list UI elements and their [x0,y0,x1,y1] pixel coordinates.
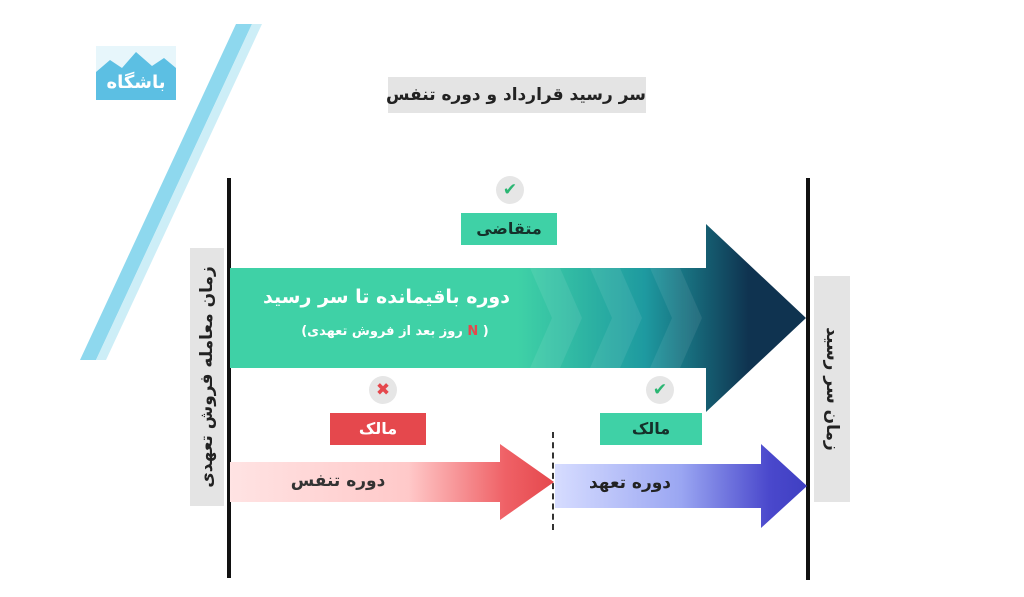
right-axis-label: زمان سر رسید [822,327,842,451]
breathing-period-text: دوره تنفس [290,471,386,491]
owner-breathing-status-badge: ✖ [369,376,397,404]
commitment-period-arrow [555,444,807,528]
check-icon: ✔ [502,180,518,200]
start-line [227,178,231,578]
cross-icon: ✖ [375,380,391,400]
remaining-period-arrow [230,224,806,412]
applicant-status-badge: ✔ [496,176,524,204]
remaining-period-subtext: ( N روز بعد از فروش تعهدی) [290,324,500,339]
logo: باشگاه [96,46,176,100]
breathing-period-arrow [230,444,554,520]
owner-breathing-tag: مالک [330,413,426,445]
left-axis-panel: زمان معامله فروش تعهدی [190,248,224,506]
right-axis-panel: زمان سر رسید [814,276,850,502]
left-axis-label: زمان معامله فروش تعهدی [197,266,217,488]
owner-commitment-status-badge: ✔ [646,376,674,404]
divider-dashed-line [552,432,554,530]
applicant-tag: متقاضی [461,213,557,245]
logo-mountain-icon [96,46,176,100]
owner-commitment-tag: مالک [600,413,702,445]
subtext-rest: روز بعد از فروش تعهدی) [301,324,463,339]
subtext-n-letter: N [467,324,479,339]
page-title: سر رسید قرارداد و دوره تنفس [386,77,646,113]
logo-text: باشگاه [106,72,166,93]
maturity-line [806,178,810,580]
commitment-period-text: دوره تعهد [588,473,672,493]
subtext-open: ( [482,324,489,339]
check-icon: ✔ [652,380,668,400]
remaining-period-text: دوره باقیمانده تا سر رسید [263,286,510,308]
